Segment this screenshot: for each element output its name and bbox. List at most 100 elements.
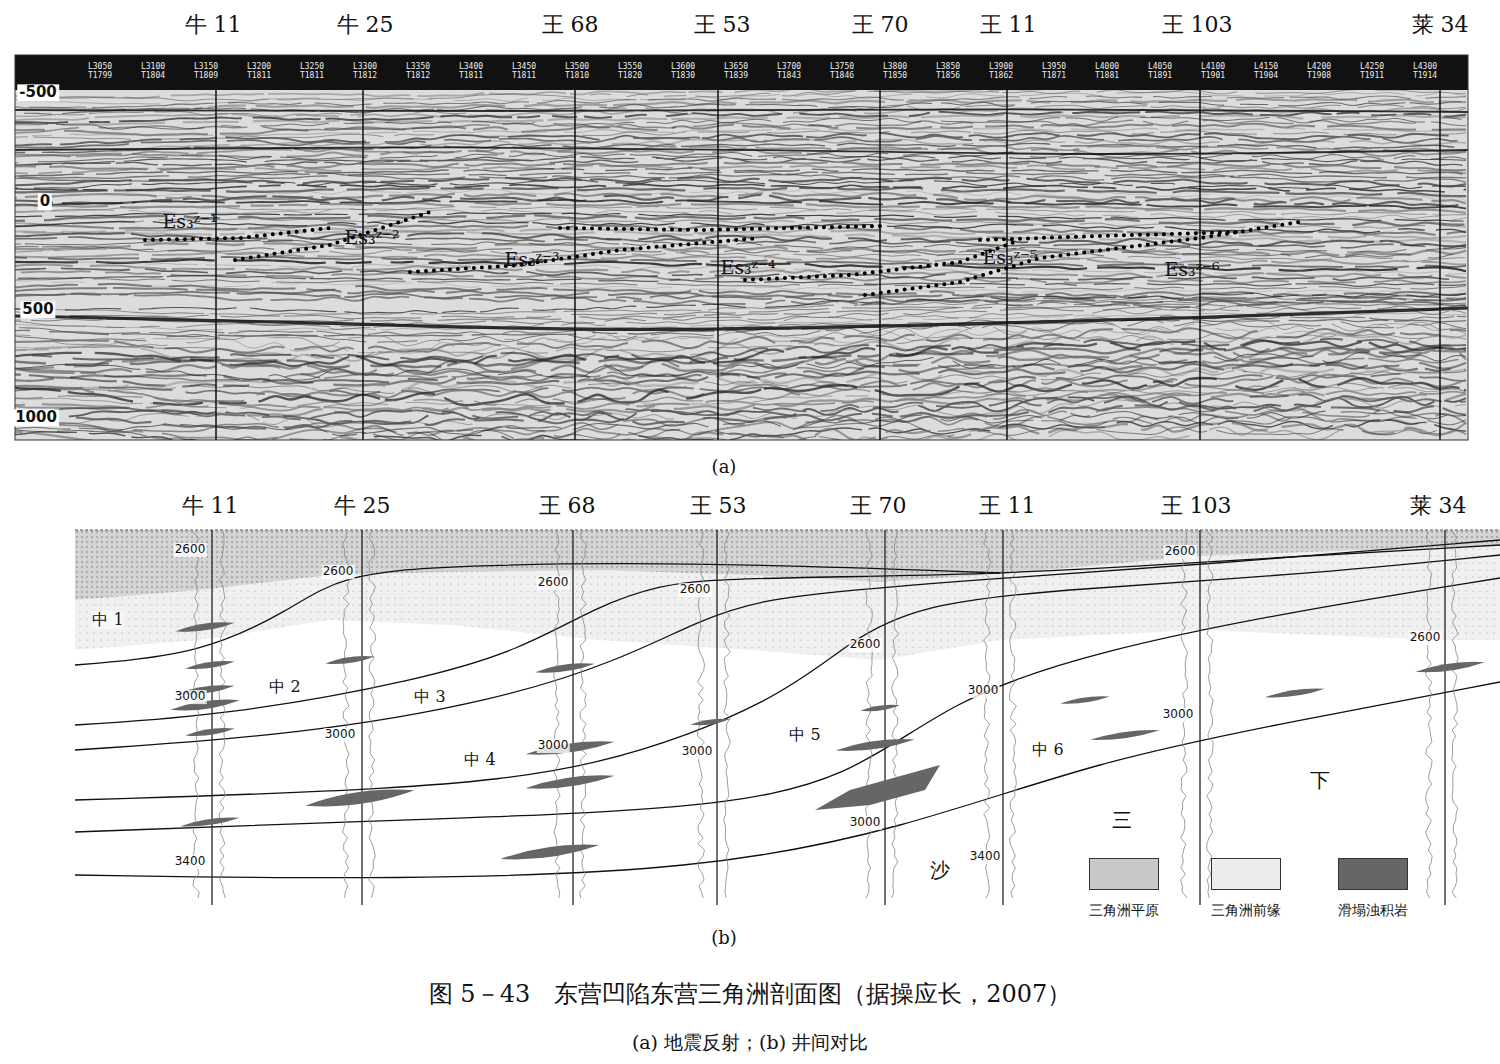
- legend-swatch: [1089, 858, 1159, 890]
- depth-label: 3000: [537, 739, 570, 753]
- trace-header: L3950 T1871: [1039, 63, 1069, 81]
- well-name: 牛 25: [337, 12, 394, 37]
- well-log: [1207, 532, 1213, 898]
- well-line: [879, 90, 881, 440]
- depth-label: 3000: [1162, 708, 1195, 722]
- well-name: 王 70: [850, 493, 907, 518]
- seismic-reflector: [15, 146, 1466, 157]
- formation-label: 沙: [930, 859, 950, 882]
- turbidite-lens: [1090, 727, 1160, 743]
- well-name: 王 103: [1162, 12, 1233, 37]
- trace-header: L3500 T1810: [562, 63, 592, 81]
- correlation-line: [75, 682, 1500, 878]
- panel-frame: [15, 55, 1468, 440]
- well-name: 王 11: [979, 493, 1036, 518]
- well-line: [1199, 530, 1200, 905]
- trace-header: L3700 T1843: [774, 63, 804, 81]
- turbidite-lens: [500, 840, 600, 864]
- panel-label: (a): [712, 457, 737, 478]
- well-line: [717, 90, 719, 440]
- trace-header: L4150 T1904: [1251, 63, 1281, 81]
- well-correlation: [75, 530, 1500, 905]
- turbidite-lens: [305, 784, 416, 811]
- trace-header: L3200 T1811: [244, 63, 274, 81]
- well-line: [1439, 90, 1441, 440]
- layer-label: Es₃ᶻ⁻³: [504, 249, 559, 271]
- well-line: [884, 530, 885, 905]
- well-log: [1452, 532, 1458, 898]
- seismic-reflector: [15, 420, 1466, 440]
- sequence-boundary: [865, 222, 1300, 295]
- layer-label: Es₃ᶻ⁻⁶: [1164, 259, 1219, 281]
- turbidite-lens: [525, 771, 615, 792]
- panel-label: (b): [711, 928, 737, 949]
- well-name: 王 11: [980, 12, 1037, 37]
- sequence-boundary: [560, 226, 880, 230]
- legend-text: 三角洲前缘: [1211, 902, 1281, 918]
- seismic-reflector: [15, 203, 1466, 213]
- depth-label: 3000: [849, 816, 882, 830]
- well-line: [574, 90, 576, 440]
- sequence-boundary: [235, 212, 430, 260]
- trace-header: L3250 T1811: [297, 63, 327, 81]
- well-log: [1010, 532, 1017, 898]
- well-line: [1002, 530, 1003, 905]
- well-name: 王 53: [690, 493, 747, 518]
- turbidite-lens: [535, 660, 595, 675]
- depth-label: 2600: [537, 576, 570, 590]
- trace-header: L3450 T1811: [509, 63, 539, 81]
- seismic-reflector: [15, 427, 1466, 440]
- correlation-line: [75, 578, 1500, 832]
- well-name: 牛 25: [334, 493, 391, 518]
- depth-label: 3000: [324, 728, 357, 742]
- well-name: 王 103: [1161, 493, 1232, 518]
- depth-label: 2600: [1409, 631, 1442, 645]
- well-log: [369, 532, 376, 898]
- turbidite-lens: [185, 726, 235, 739]
- well-line: [1444, 530, 1445, 905]
- formation-label: 三: [1112, 809, 1132, 832]
- delta-plain-area: [75, 530, 1500, 600]
- trace-header: L4000 T1881: [1092, 63, 1122, 81]
- well-line: [716, 530, 717, 905]
- depth-label: 3000: [967, 684, 1000, 698]
- zone-label: 中 2: [269, 678, 300, 696]
- strong-reflector: [15, 109, 1468, 112]
- turbidite-lens: [175, 619, 235, 634]
- seismic-reflector: [15, 411, 1466, 435]
- trace-header: L4200 T1908: [1304, 63, 1334, 81]
- zone-label: 中 3: [414, 688, 445, 706]
- trace-header: L3350 T1812: [403, 63, 433, 81]
- well-line: [362, 90, 364, 440]
- trace-header: L3800 T1850: [880, 63, 910, 81]
- trace-header: L4050 T1891: [1145, 63, 1175, 81]
- trace-header: L4300 T1914: [1410, 63, 1440, 81]
- layer-label: Es₃ᶻ⁻⁵: [982, 247, 1037, 269]
- sequence-boundary: [980, 232, 1240, 240]
- seismic-reflector: [15, 120, 1466, 133]
- trace-header: L4100 T1901: [1198, 63, 1228, 81]
- layer-label: Es₃ᶻ⁻⁴: [720, 257, 775, 279]
- depth-label: 2600: [322, 565, 355, 579]
- axis-tick: -500: [17, 84, 59, 101]
- depth-label: 3400: [969, 850, 1002, 864]
- correlation-line: [75, 540, 1500, 750]
- turbidite-lens: [835, 735, 915, 754]
- seismic-reflector: [15, 124, 1466, 136]
- seismic-reflector: [15, 423, 1466, 440]
- turbidite-lens: [325, 654, 375, 667]
- seismic-section: [15, 90, 1468, 440]
- formation-label: 下: [1310, 769, 1330, 792]
- figure-caption: 图 5－43 东营凹陷东营三角洲剖面图（据操应长，2007）: [429, 981, 1072, 1009]
- well-name: 王 53: [694, 12, 751, 37]
- trace-header: L3600 T1830: [668, 63, 698, 81]
- zone-label: 中 4: [464, 751, 495, 769]
- layer-label: Es₃ᶻ⁻¹: [162, 211, 217, 233]
- legend-swatch: [1338, 858, 1408, 890]
- turbidite-lens: [525, 737, 615, 758]
- depth-label: 2600: [679, 583, 712, 597]
- well-name: 王 70: [852, 12, 909, 37]
- depth-label: 2600: [849, 638, 882, 652]
- turbidite-lens: [185, 659, 235, 672]
- trace-header: L3850 T1856: [933, 63, 963, 81]
